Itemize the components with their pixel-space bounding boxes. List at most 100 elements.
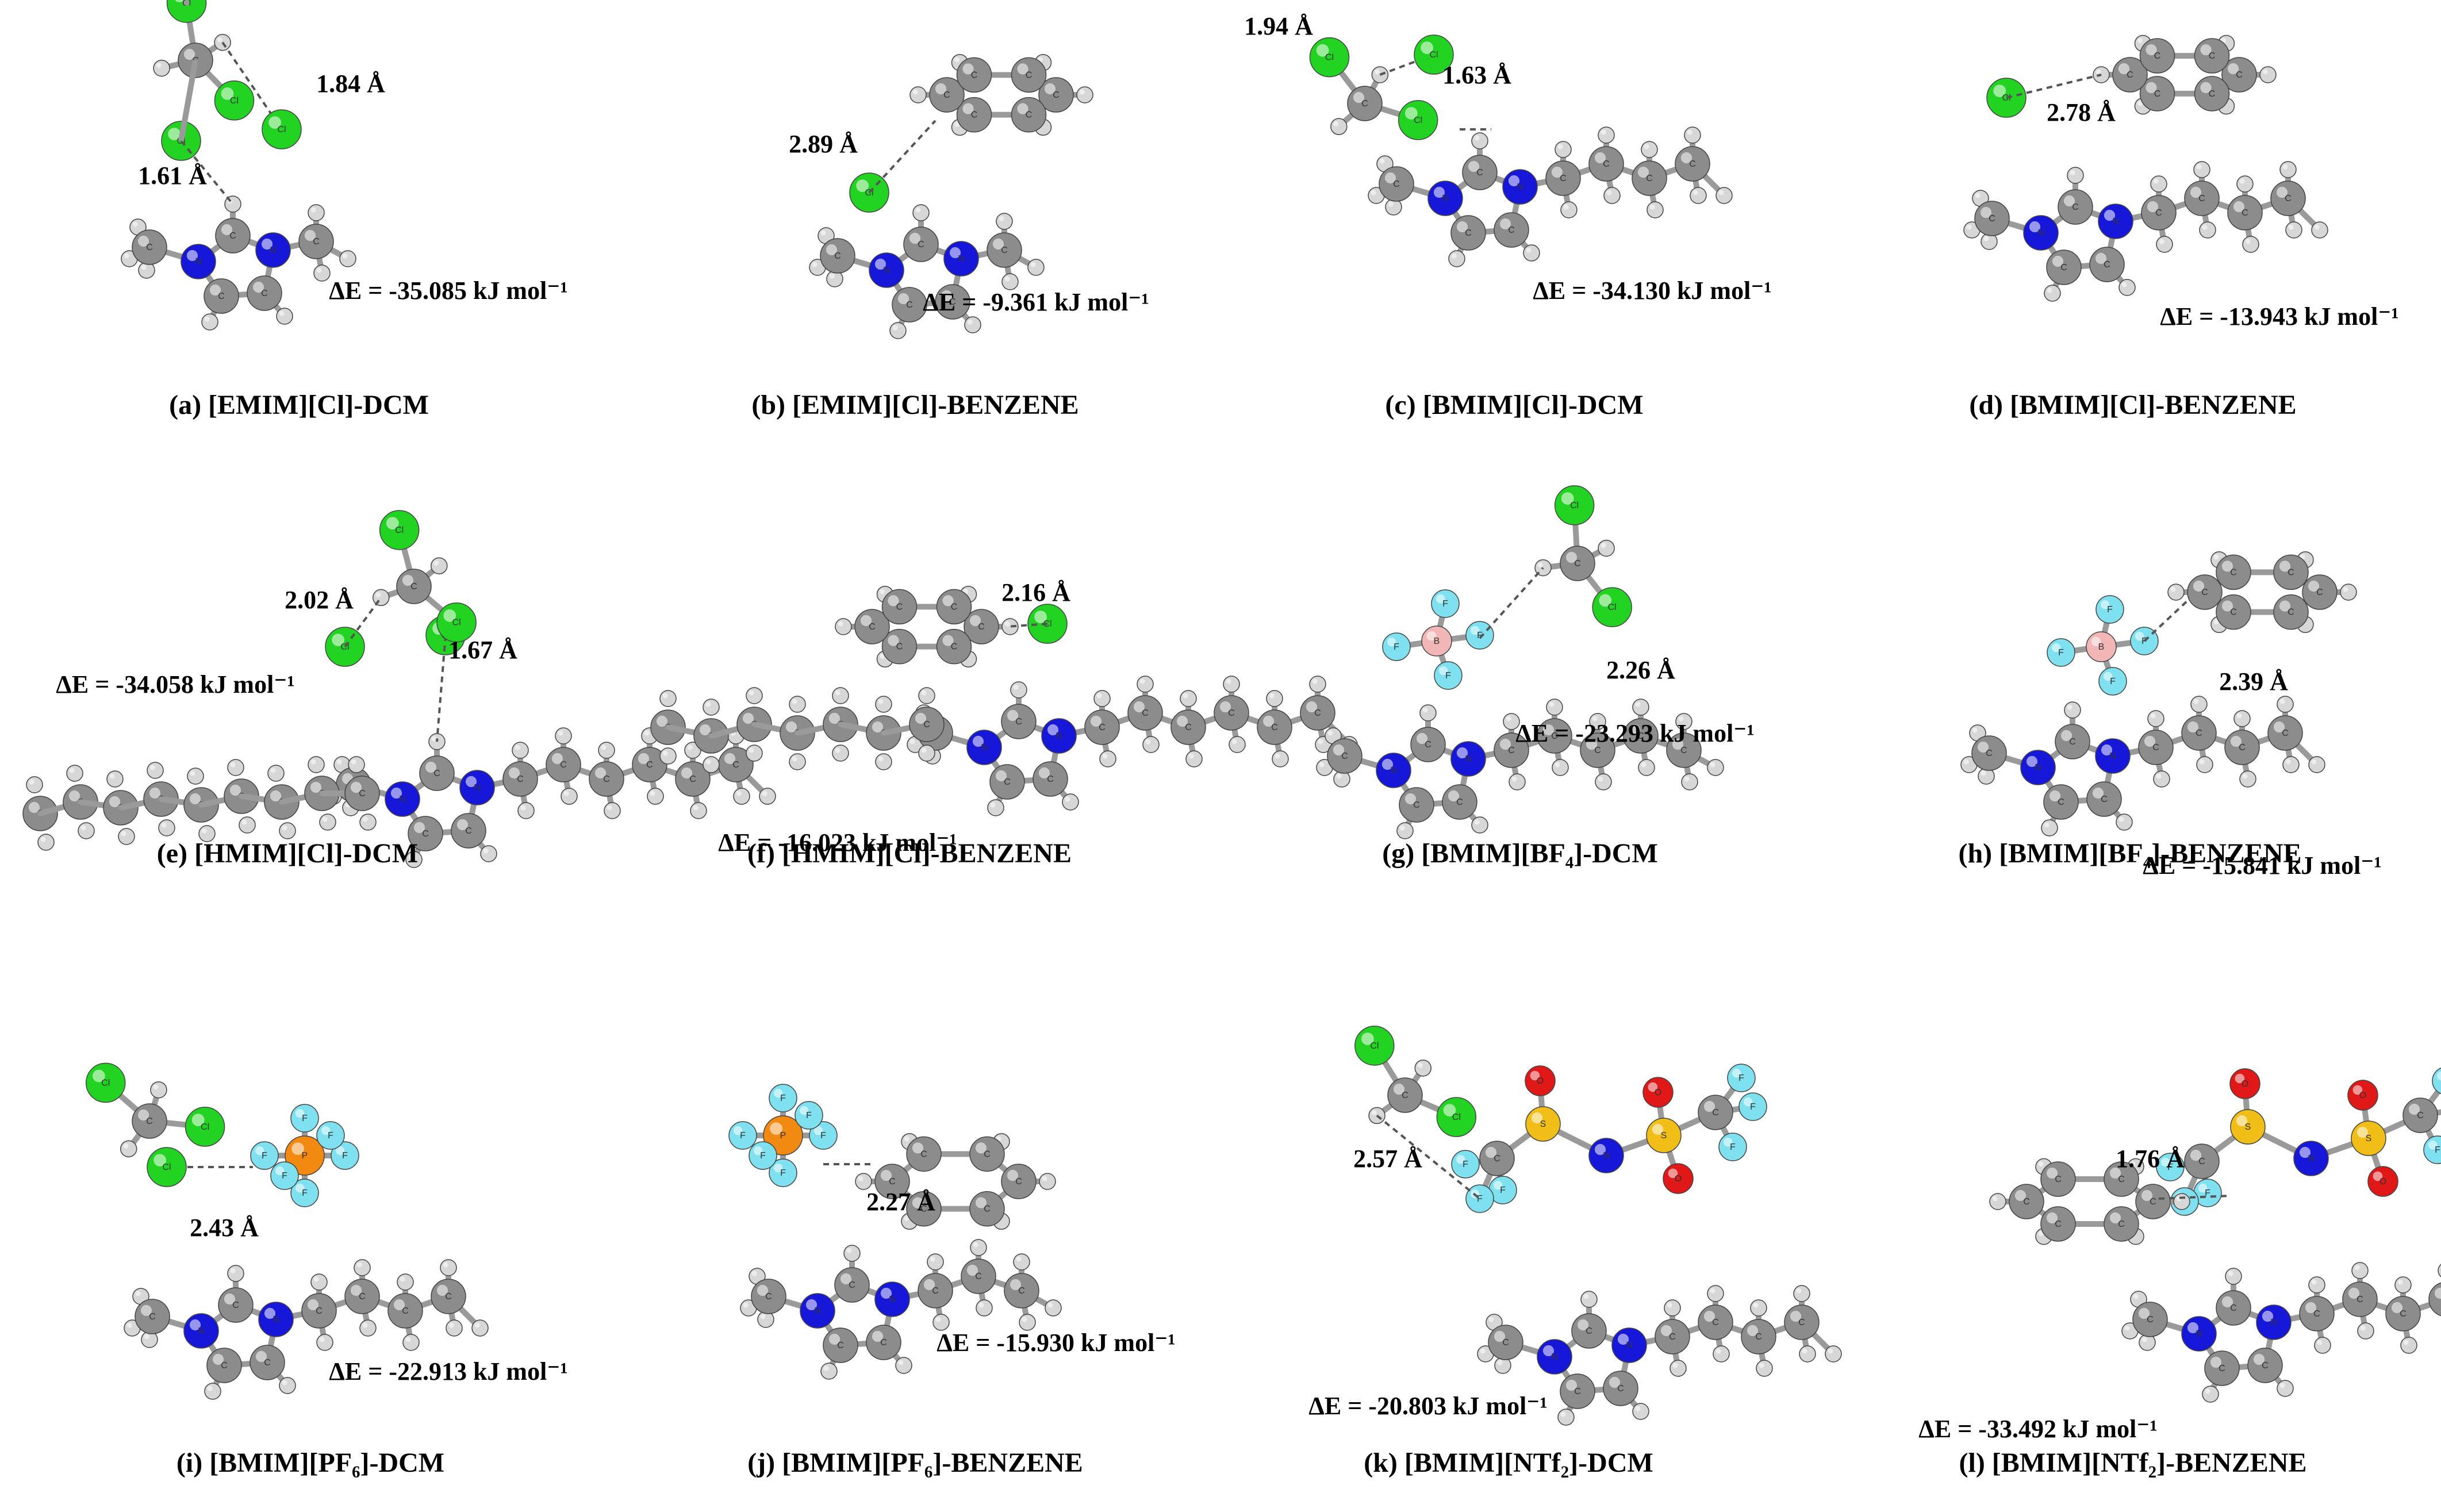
h-atom bbox=[2311, 221, 2328, 239]
atom-highlight bbox=[2135, 631, 2144, 641]
atom-symbol: C bbox=[951, 642, 958, 652]
h-atom bbox=[150, 1081, 167, 1099]
atom-symbol: C bbox=[1494, 1154, 1500, 1164]
h-atom bbox=[78, 822, 95, 839]
atom-highlight bbox=[141, 264, 147, 270]
h-atom bbox=[1632, 699, 1649, 716]
h-atom bbox=[348, 756, 365, 773]
distance-label-f-1: 2.16 Å bbox=[1001, 578, 1070, 607]
atom-highlight bbox=[1796, 1288, 1802, 1294]
atom-highlight bbox=[978, 1302, 984, 1308]
h-atom bbox=[1266, 690, 1283, 707]
atom-highlight bbox=[2279, 600, 2291, 612]
atom-highlight bbox=[1456, 747, 1468, 759]
atom-highlight bbox=[2276, 186, 2288, 198]
h-atom bbox=[308, 204, 325, 221]
atom-symbol: F bbox=[302, 1114, 308, 1123]
atom-highlight bbox=[2343, 586, 2348, 592]
atom-highlight bbox=[813, 1126, 823, 1135]
atom-highlight bbox=[650, 790, 655, 796]
atom-symbol: C bbox=[834, 251, 841, 261]
atom-symbol: C bbox=[2209, 51, 2216, 61]
atom-symbol: P bbox=[302, 1151, 308, 1161]
atom-symbol: F bbox=[1442, 599, 1448, 609]
atom-highlight bbox=[1416, 732, 1428, 745]
atom-symbol: C bbox=[949, 297, 956, 307]
h-atom bbox=[918, 687, 935, 704]
h-atom bbox=[2308, 756, 2325, 773]
atom-symbol: F bbox=[780, 1093, 786, 1103]
atom-symbol: N bbox=[814, 1306, 821, 1316]
atom-highlight bbox=[230, 1268, 236, 1273]
h-atom bbox=[598, 742, 615, 759]
h-atom bbox=[204, 1383, 221, 1400]
atom-symbol: C bbox=[1502, 1338, 1509, 1348]
h-atom bbox=[397, 1273, 414, 1291]
h-atom bbox=[1580, 1291, 1598, 1308]
atom-highlight bbox=[2299, 1146, 2311, 1158]
h-atom bbox=[2116, 813, 2133, 831]
h-atom bbox=[659, 747, 677, 765]
atom-highlight bbox=[2210, 1356, 2222, 1368]
h-atom bbox=[759, 788, 776, 805]
atom-highlight bbox=[316, 267, 322, 273]
h-atom bbox=[279, 1377, 296, 1394]
atom-highlight bbox=[186, 250, 198, 262]
atom-symbol: N bbox=[2037, 228, 2044, 238]
caption-j: (j) [BMIM][PF₆]-BENZENE bbox=[747, 1448, 1083, 1478]
binding-energy-g: ΔE = -23.293 kJ mol⁻¹ bbox=[1515, 719, 1754, 747]
h-atom bbox=[2202, 1386, 2219, 1403]
distance-label-h-1: 2.39 Å bbox=[2219, 667, 2288, 696]
atom-highlight bbox=[1531, 1112, 1543, 1124]
atom-highlight bbox=[92, 1069, 105, 1083]
atom-highlight bbox=[2170, 586, 2176, 592]
h-atom bbox=[310, 1273, 328, 1291]
atom-highlight bbox=[1371, 1110, 1377, 1116]
atom-highlight bbox=[144, 1334, 149, 1340]
atom-highlight bbox=[126, 1322, 132, 1328]
h-atom bbox=[1396, 822, 1414, 839]
atom-symbol: C bbox=[1185, 723, 1192, 732]
atom-symbol: C bbox=[1574, 1387, 1581, 1396]
atom-highlight bbox=[1333, 121, 1339, 126]
atom-highlight bbox=[860, 615, 872, 627]
h-atom bbox=[733, 788, 750, 805]
atom-symbol: C bbox=[2147, 1315, 2154, 1325]
atom-highlight bbox=[785, 721, 797, 733]
h-atom bbox=[1555, 141, 1572, 158]
atom-highlight bbox=[261, 238, 273, 250]
atom-symbol: C bbox=[1047, 774, 1054, 784]
atom-highlight bbox=[1379, 158, 1385, 164]
atom-highlight bbox=[319, 1337, 325, 1342]
atom-highlight bbox=[508, 767, 520, 779]
atom-highlight bbox=[1468, 160, 1480, 172]
atom-highlight bbox=[2373, 1171, 2383, 1181]
atom-highlight bbox=[770, 1122, 782, 1135]
atom-highlight bbox=[2118, 63, 2130, 75]
atom-highlight bbox=[212, 1353, 224, 1365]
atom-symbol: N bbox=[195, 257, 202, 267]
h-atom bbox=[2308, 1276, 2325, 1294]
h-atom bbox=[276, 308, 293, 325]
atom-highlight bbox=[1004, 621, 1010, 627]
atom-symbol: C bbox=[1712, 1108, 1719, 1118]
atom-highlight bbox=[1980, 206, 1992, 218]
atom-highlight bbox=[1715, 1348, 1721, 1354]
atom-highlight bbox=[773, 1163, 783, 1173]
atom-highlight bbox=[2137, 38, 2143, 44]
atom-highlight bbox=[2137, 101, 2143, 106]
atom-symbol: C bbox=[896, 642, 903, 652]
atom-highlight bbox=[1684, 776, 1690, 782]
h-atom bbox=[2147, 710, 2164, 727]
atom-symbol: F bbox=[1730, 1142, 1736, 1152]
atom-symbol: C bbox=[1015, 717, 1022, 727]
atom-highlight bbox=[805, 1299, 817, 1311]
atom-symbol: C bbox=[2288, 567, 2294, 577]
atom-highlight bbox=[443, 609, 456, 622]
atom-highlight bbox=[255, 1146, 264, 1156]
atom-symbol: C bbox=[359, 1292, 366, 1302]
atom-symbol: C bbox=[1508, 225, 1515, 235]
atom-highlight bbox=[350, 781, 362, 793]
